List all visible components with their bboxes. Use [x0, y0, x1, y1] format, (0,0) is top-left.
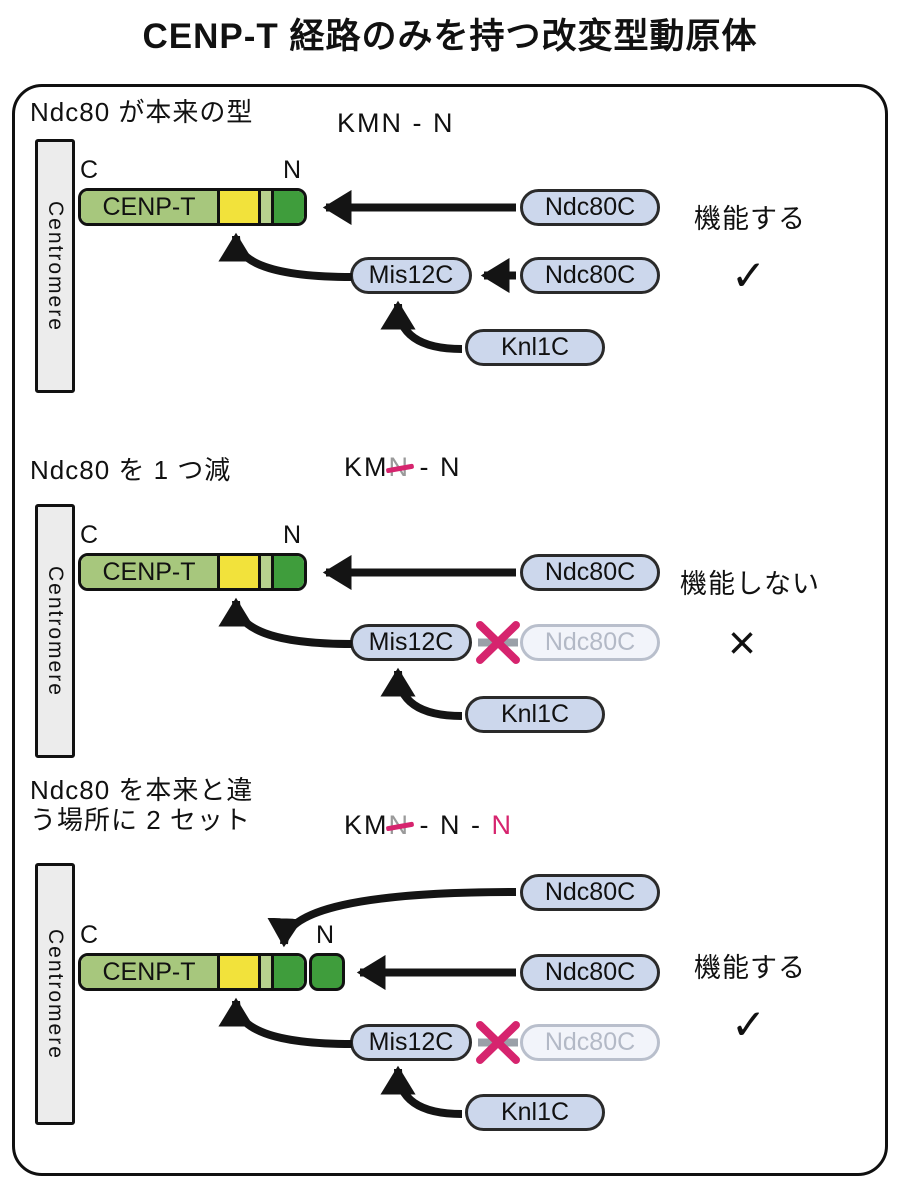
panel3-ndc80c-pill-top: Ndc80C	[520, 874, 660, 911]
panel2-sliver-segment	[258, 556, 271, 588]
panel1-c-terminus-label: C	[80, 156, 99, 184]
panel1-n-terminus-label: N	[283, 156, 302, 184]
panel3-heading-line1: Ndc80 を本来と違	[30, 775, 254, 805]
panel1-darkgreen-segment	[271, 191, 304, 223]
panel2-formula-pre: KM	[344, 452, 389, 482]
panel3-formula: KMN - N - N	[344, 810, 513, 841]
panel1-formula: KMN - N	[337, 108, 455, 139]
figure-title: CENP-T 経路のみを持つ改変型動原体	[142, 17, 758, 56]
panel3-cenpt-bar: CENP-T	[78, 953, 307, 991]
panel3-mis12c-pill: Mis12C	[350, 1024, 472, 1061]
panel3-centromere-bar: Centromere	[35, 863, 75, 1125]
panel3-ndc80c-pill-mid: Ndc80C	[520, 954, 660, 991]
panel1-cenpt-segment: CENP-T	[81, 191, 217, 223]
panel1-heading: Ndc80 が本来の型	[30, 97, 254, 127]
figure-frame	[12, 84, 888, 1176]
panel2-darkgreen-segment	[271, 556, 304, 588]
panel3-ndc80c-pill-faded: Ndc80C	[520, 1024, 660, 1061]
panel2-formula-mid: - N	[410, 452, 462, 482]
panel2-n-terminus-label: N	[283, 521, 302, 549]
panel1-cenpt-bar: CENP-T	[78, 188, 307, 226]
panel3-cenpt-segment: CENP-T	[81, 956, 217, 988]
panel2-cenpt-segment: CENP-T	[81, 556, 217, 588]
panel2-mis12c-pill: Mis12C	[350, 624, 472, 661]
panel2-ndc80c-pill-faded: Ndc80C	[520, 624, 660, 661]
panel3-check-icon: ✓	[731, 1001, 767, 1048]
panel3-knl1c-pill: Knl1C	[465, 1094, 605, 1131]
panel3-c-terminus-label: C	[80, 921, 99, 949]
panel1-formula-pre: KMN	[337, 108, 403, 138]
panel1-ndc80c-pill-top: Ndc80C	[520, 189, 660, 226]
panel2-cenpt-bar: CENP-T	[78, 553, 307, 591]
panel3-yellow-segment	[217, 956, 258, 988]
panel3-extra-ndc80-binding-segment	[309, 953, 345, 991]
panel2-centromere-label: Centromere	[44, 565, 67, 697]
panel1-mis12c-pill: Mis12C	[350, 257, 472, 294]
panel2-knl1c-pill: Knl1C	[465, 696, 605, 733]
panel2-ndc80c-pill-top: Ndc80C	[520, 554, 660, 591]
panel1-ndc80c-pill-mid: Ndc80C	[520, 257, 660, 294]
panel2-centromere-bar: Centromere	[35, 504, 75, 758]
panel2-yellow-segment	[217, 556, 258, 588]
panel1-formula-mid: - N	[403, 108, 455, 138]
panel2-formula: KMN - N	[344, 452, 462, 483]
panel3-formula-struck: N	[388, 810, 410, 840]
panel1-status-text: 機能する	[694, 204, 806, 234]
panel3-centromere-label: Centromere	[44, 928, 67, 1060]
panel3-formula-mid: - N -	[410, 810, 492, 840]
panel3-formula-pre: KM	[344, 810, 389, 840]
panel1-centromere-label: Centromere	[44, 200, 67, 332]
panel1-check-icon: ✓	[731, 252, 767, 299]
panel2-heading: Ndc80 を 1 つ減	[30, 455, 232, 485]
panel3-darkgreen-segment	[271, 956, 304, 988]
panel3-heading-line2: う場所に 2 セット	[30, 805, 251, 835]
panel1-sliver-segment	[258, 191, 271, 223]
panel3-n-terminus-label: N	[316, 921, 335, 949]
panel2-formula-struck: N	[388, 452, 410, 482]
panel2-cross-icon: ×	[728, 617, 757, 670]
panel1-centromere-bar: Centromere	[35, 139, 75, 393]
panel3-formula-pink: N	[491, 810, 513, 840]
panel1-knl1c-pill: Knl1C	[465, 329, 605, 366]
panel3-sliver-segment	[258, 956, 271, 988]
panel2-c-terminus-label: C	[80, 521, 99, 549]
panel3-status-text: 機能する	[694, 953, 806, 983]
panel1-yellow-segment	[217, 191, 258, 223]
panel2-status-text: 機能しない	[680, 569, 820, 599]
